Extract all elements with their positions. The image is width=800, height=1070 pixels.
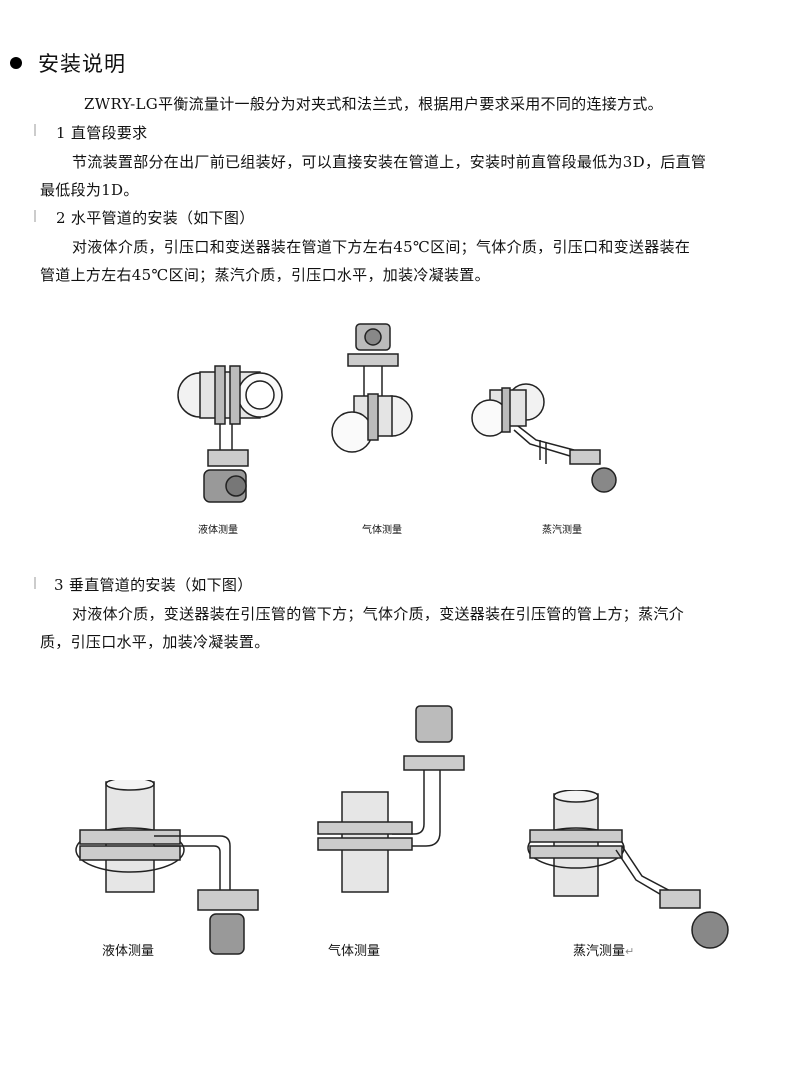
horizontal-liquid-figure [177, 365, 283, 503]
section3-text-line2: 质，引压口水平，加装冷凝装置。 [40, 633, 270, 651]
section1-text-line2: 最低段为1D。 [40, 181, 139, 199]
vertical-liquid-figure [75, 780, 259, 955]
section3-text-line1: 对液体介质，变送器装在引压管的管下方；气体介质，变送器装在引压管的管上方；蒸汽介 [72, 605, 685, 623]
bullet-icon [10, 57, 22, 69]
intro-paragraph: ZWRY-LG平衡流量计一般分为对夹式和法兰式，根据用户要求采用不同的连接方式。 [84, 95, 663, 113]
margin-mark [34, 210, 36, 222]
vertical-caption-liquid: 液体测量 [102, 944, 155, 959]
section3-heading: 3 垂直管道的安装（如下图） [54, 576, 253, 594]
section2-text-line1: 对液体介质，引压口和变送器装在管道下方左右45℃区间；气体介质，引压口和变送器装… [72, 238, 691, 256]
horizontal-caption-liquid: 液体测量 [198, 525, 238, 536]
vertical-gas-figure [317, 705, 465, 893]
vertical-caption-steam-text: 蒸汽测量 [573, 944, 626, 959]
section1-text-line1: 节流装置部分在出厂前已组装好，可以直接安装在管道上，安装时前直管段最低为3D，后… [72, 153, 707, 171]
horizontal-steam-figure [471, 383, 617, 493]
vertical-caption-steam: 蒸汽测量↵ [573, 940, 634, 959]
section1-heading: 1 直管段要求 [56, 124, 148, 142]
vertical-caption-gas: 气体测量 [328, 944, 381, 959]
section2-text-line2: 管道上方左右45℃区间；蒸汽介质，引压口水平，加装冷凝装置。 [40, 266, 490, 284]
horizontal-caption-steam: 蒸汽测量 [542, 525, 582, 536]
horizontal-gas-figure [331, 323, 413, 453]
page-title-text: 安装说明 [38, 52, 126, 76]
section2-heading: 2 水平管道的安装（如下图） [56, 209, 255, 227]
margin-mark [34, 577, 36, 589]
page-title: 安装说明 [10, 48, 126, 78]
return-mark: ↵ [625, 945, 635, 958]
margin-mark [34, 124, 36, 136]
vertical-steam-figure [527, 790, 729, 949]
horizontal-caption-gas: 气体测量 [362, 525, 402, 536]
